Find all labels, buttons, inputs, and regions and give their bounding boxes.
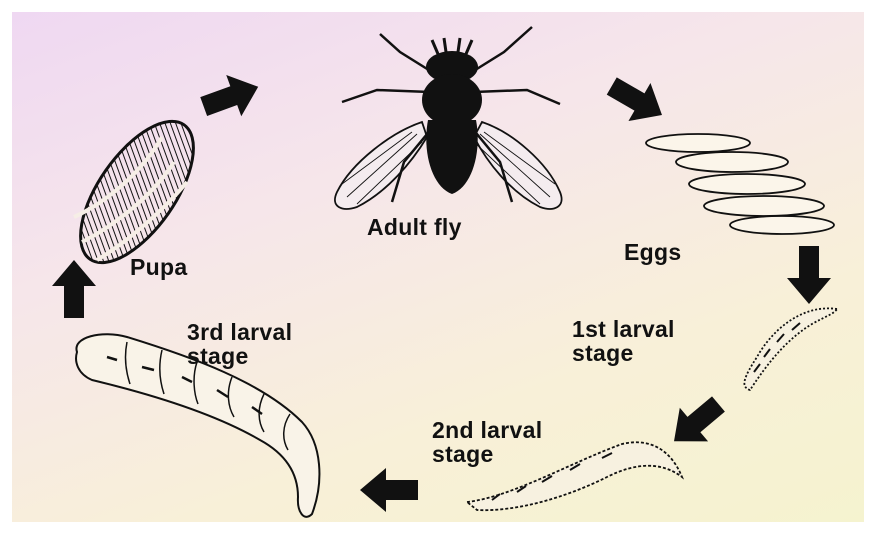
first-larval-label: 1st larval stage bbox=[572, 317, 675, 365]
adult-fly-label: Adult fly bbox=[367, 215, 462, 239]
first-larval-illustration bbox=[744, 308, 837, 390]
eggs-label: Eggs bbox=[624, 240, 681, 264]
arrow-icon bbox=[196, 66, 266, 127]
arrow-icon bbox=[360, 468, 418, 512]
eggs-illustration bbox=[646, 134, 834, 234]
pupa-label: Pupa bbox=[130, 255, 187, 279]
life-cycle-diagram: Adult fly Eggs 1st larval stage 2nd larv… bbox=[12, 12, 864, 522]
second-larval-label: 2nd larval stage bbox=[432, 418, 542, 466]
adult-fly-illustration bbox=[335, 27, 562, 209]
arrow-icon bbox=[787, 246, 831, 304]
arrow-icon bbox=[660, 387, 733, 458]
arrow-icon bbox=[52, 260, 96, 318]
third-larval-label: 3rd larval stage bbox=[187, 320, 292, 368]
arrow-icon bbox=[601, 67, 673, 134]
